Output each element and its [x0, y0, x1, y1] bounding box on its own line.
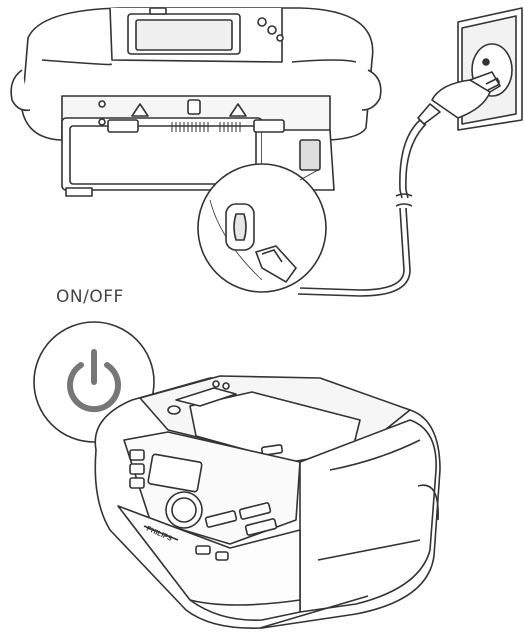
plug-icon: [417, 71, 501, 125]
ac-inlet-detail: [197, 163, 327, 293]
power-cord: [297, 119, 427, 297]
ac-inlet-icon: [225, 203, 255, 251]
radio-back-view: [10, 7, 382, 197]
power-icon: [67, 349, 121, 413]
on-off-label: ON/OFF: [56, 287, 124, 307]
connector-plug: [254, 245, 298, 284]
radio-front-view: [94, 375, 441, 629]
vent-grill: [171, 122, 241, 132]
